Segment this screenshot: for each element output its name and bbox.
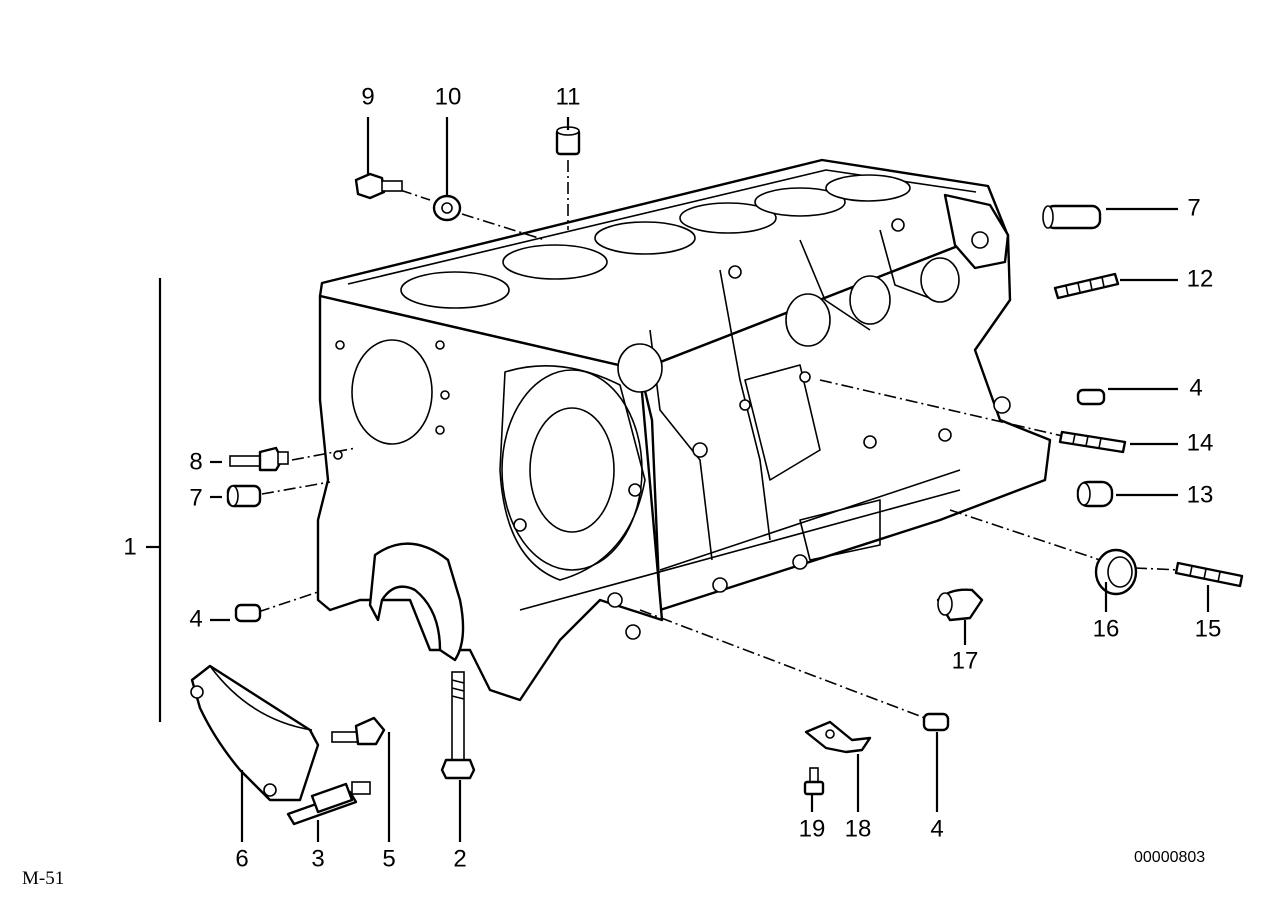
callout-9: 9 — [361, 83, 374, 110]
callout-19: 19 — [799, 815, 826, 842]
drawing-number: 00000803 — [1134, 849, 1205, 866]
part-14-stud — [1058, 430, 1127, 454]
part-11-sleeve — [555, 126, 581, 156]
callout-18: 18 — [845, 815, 872, 842]
part-3-stud — [286, 781, 371, 826]
part-9-bolt — [354, 172, 403, 200]
callout-13: 13 — [1187, 481, 1214, 508]
callout-7-right: 7 — [1187, 194, 1200, 221]
callout-labels: 9 10 11 7 12 4 14 13 16 15 17 1 8 7 4 6 … — [123, 83, 1221, 872]
figure-code: M-51 — [22, 868, 64, 889]
callout-11: 11 — [556, 83, 581, 110]
callout-12: 12 — [1187, 265, 1214, 292]
callout-1: 1 — [123, 533, 136, 560]
part-19-screw — [803, 767, 825, 796]
part-17-plug — [936, 588, 984, 622]
callout-10: 10 — [435, 83, 462, 110]
callout-4-right: 4 — [1189, 374, 1202, 401]
part-10-washer — [432, 194, 462, 222]
part-6-bearing-cap — [190, 664, 320, 802]
part-2-bolt — [440, 671, 476, 780]
part-8-bolt — [229, 446, 289, 472]
alignment-lines — [257, 160, 1181, 719]
callout-4-bottom: 4 — [930, 815, 943, 842]
callout-6: 6 — [235, 845, 248, 872]
callout-16: 16 — [1093, 615, 1120, 642]
callout-3: 3 — [311, 845, 324, 872]
part-4-pin-right — [1076, 388, 1106, 406]
part-7-sleeve-left — [226, 484, 262, 508]
callout-8: 8 — [189, 448, 202, 475]
part-4-pin-bottom — [922, 712, 950, 732]
callout-7-left: 7 — [189, 484, 202, 511]
callout-5: 5 — [382, 845, 395, 872]
callout-14: 14 — [1187, 429, 1214, 456]
callout-15: 15 — [1195, 615, 1222, 642]
part-18-bracket — [804, 720, 872, 754]
leader-lines — [146, 117, 1210, 842]
engine-block — [316, 158, 1052, 702]
part-12-stud — [1053, 272, 1120, 300]
callout-2: 2 — [453, 845, 466, 872]
part-4-pin-left — [234, 603, 262, 623]
callout-4-left: 4 — [189, 605, 202, 632]
part-15-stud — [1174, 561, 1244, 588]
part-5-bolt — [331, 716, 386, 746]
part-16-seal — [1094, 548, 1138, 596]
callout-17: 17 — [952, 647, 979, 674]
part-7-sleeve-right — [1042, 204, 1102, 230]
part-13-sleeve — [1076, 480, 1114, 508]
